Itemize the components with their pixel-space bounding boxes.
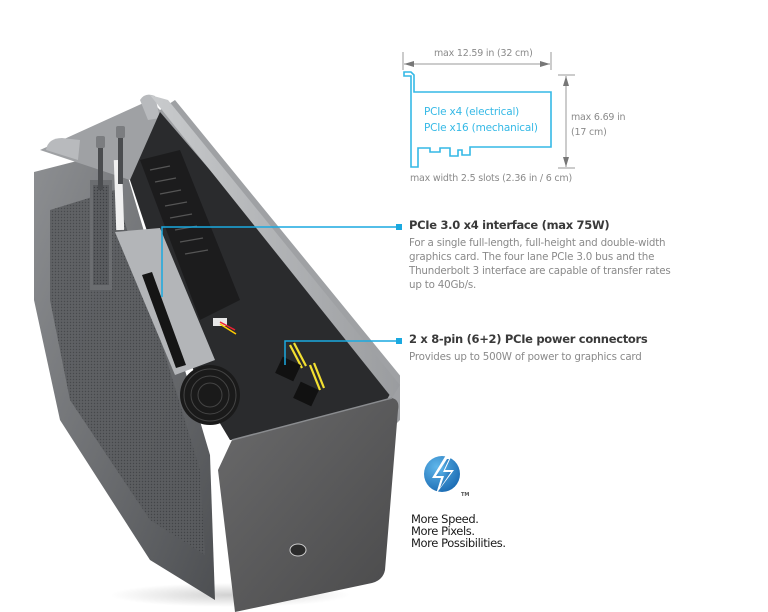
feature-description-line: Provides up to 500W of power to graphics… [409,351,642,363]
callout-lines [161,226,397,365]
feature-description: Provides up to 500W of power to graphics… [409,350,729,364]
card-mechanical-label: PCIe x16 (mechanical) [424,122,538,134]
thunderbolt-tagline: More Speed. More Pixels. More Possibilit… [411,513,506,549]
thunderbolt-logo-icon [424,455,460,494]
feature-title: PCIe 3.0 x4 interface (max 75W) [409,218,610,232]
feature-description-line: graphics card. The four lane PCIe 3.0 bu… [409,251,655,263]
feature-description-line: Thunderbolt 3 interface are capable of t… [409,265,671,277]
feature-power-connectors: 2 x 8-pin (6+2) PCIe power connectors Pr… [409,332,729,364]
egpu-enclosure-image [34,94,400,612]
tagline-line: More Speed. [411,512,479,526]
trademark-symbol: TM [461,492,470,498]
callout-bullet-pcie [396,224,402,230]
card-max-width-label: max width 2.5 slots (2.36 in / 6 cm) [410,173,572,184]
card-max-height-cm: (17 cm) [571,127,607,138]
tagline-line: More Pixels. [411,524,475,538]
feature-description: For a single full-length, full-height an… [409,236,729,292]
card-max-height-label: max 6.69 in (17 cm) [571,110,626,140]
feature-pcie-interface: PCIe 3.0 x4 interface (max 75W) For a si… [409,218,729,292]
card-max-length-label: max 12.59 in (32 cm) [434,48,533,59]
feature-description-line: up to 40Gb/s. [409,279,477,291]
card-electrical-label: PCIe x4 (electrical) [424,106,520,118]
tagline-line: More Possibilities. [411,536,506,550]
card-interface-label: PCIe x4 (electrical) PCIe x16 (mechanica… [424,104,538,136]
card-max-height-inches: max 6.69 in [571,112,626,123]
feature-title: 2 x 8-pin (6+2) PCIe power connectors [409,332,648,346]
feature-description-line: For a single full-length, full-height an… [409,237,666,249]
callout-bullet-power [396,338,402,344]
card-dimension-diagram [402,52,575,169]
